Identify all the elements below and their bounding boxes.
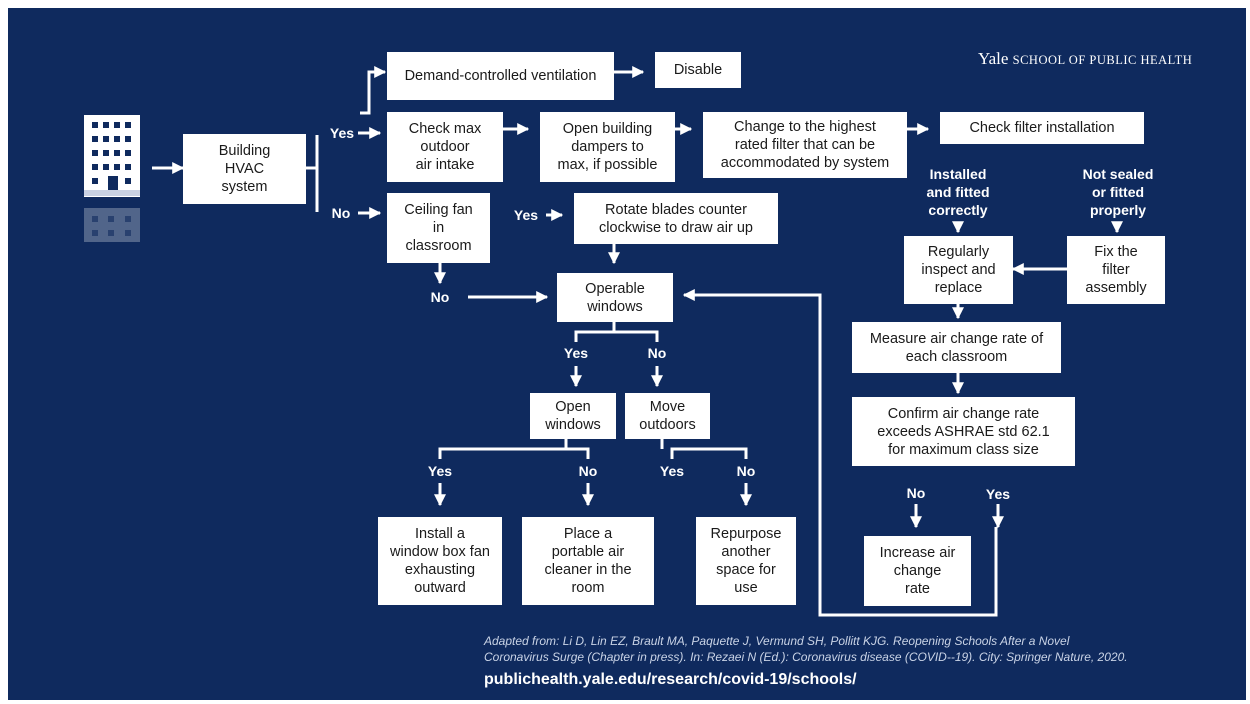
- hvac-no-label: No: [331, 205, 351, 221]
- operable-windows-box: Operable windows: [557, 273, 673, 322]
- open-dampers-box: Open building dampers to max, if possibl…: [540, 112, 675, 182]
- increase-air-change-box: Increase air change rate: [864, 536, 971, 606]
- highest-filter-box: Change to the highest rated filter that …: [703, 112, 907, 178]
- building-hvac-box: Building HVAC system: [183, 134, 306, 204]
- measure-air-change-box: Measure air change rate of each classroo…: [852, 322, 1061, 373]
- installed-correctly-label: Installed and fitted correctly: [926, 166, 990, 218]
- citation-line-1: Adapted from: Li D, Lin EZ, Brault MA, P…: [484, 634, 1070, 648]
- fix-filter-box: Fix the filter assembly: [1067, 236, 1165, 304]
- ceiling-fan-box: Ceiling fan in classroom: [387, 193, 490, 263]
- line-open-branch: [438, 439, 590, 459]
- fan-yes-label: Yes: [513, 207, 539, 223]
- source-url[interactable]: publichealth.yale.edu/research/covid-19/…: [484, 671, 857, 688]
- windows-no-label: No: [647, 345, 667, 361]
- portable-air-cleaner-box: Place a portable air cleaner in the room: [522, 517, 654, 605]
- brand-name: Yale: [978, 49, 1009, 68]
- not-sealed-label: Not sealed or fitted properly: [1082, 166, 1154, 218]
- regularly-inspect-box: Regularly inspect and replace: [904, 236, 1013, 304]
- repurpose-space-box: Repurpose another space for use: [696, 517, 796, 605]
- yale-brand: Yale SCHOOL OF PUBLIC HEALTH: [978, 49, 1192, 69]
- fan-no-label: No: [430, 289, 450, 305]
- line-windows-branch: [574, 322, 659, 342]
- disable-box: Disable: [655, 52, 741, 88]
- demand-controlled-ventilation-box: Demand-controlled ventilation: [387, 52, 614, 100]
- line-hvac-branch: [306, 135, 319, 212]
- open-yes-label: Yes: [427, 463, 453, 479]
- move-outdoors-box: Move outdoors: [625, 393, 710, 439]
- arrow-to-demand: [360, 66, 387, 115]
- citation-line-2: Coronavirus Surge (Chapter in press). In…: [484, 650, 1128, 664]
- rotate-blades-box: Rotate blades counter clockwise to draw …: [574, 193, 778, 244]
- check-filter-box: Check filter installation: [940, 112, 1144, 144]
- check-max-outdoor-box: Check max outdoor air intake: [387, 112, 503, 182]
- citation: Adapted from: Li D, Lin EZ, Brault MA, P…: [484, 633, 1128, 665]
- building-icon: [84, 115, 140, 242]
- window-box-fan-box: Install a window box fan exhausting outw…: [378, 517, 502, 605]
- ach-no-label: No: [906, 485, 926, 501]
- loop-back-to-windows: [682, 289, 998, 617]
- confirm-air-change-box: Confirm air change rate exceeds ASHRAE s…: [852, 397, 1075, 466]
- brand-school: SCHOOL OF PUBLIC HEALTH: [1012, 53, 1193, 67]
- windows-yes-label: Yes: [563, 345, 589, 361]
- open-windows-box: Open windows: [530, 393, 616, 439]
- outdoors-no-label: No: [736, 463, 756, 479]
- ach-yes-label: Yes: [985, 486, 1011, 502]
- hvac-yes-label: Yes: [329, 125, 355, 141]
- line-outdoors-branch: [660, 439, 748, 459]
- outdoors-yes-label: Yes: [659, 463, 685, 479]
- open-no-label: No: [578, 463, 598, 479]
